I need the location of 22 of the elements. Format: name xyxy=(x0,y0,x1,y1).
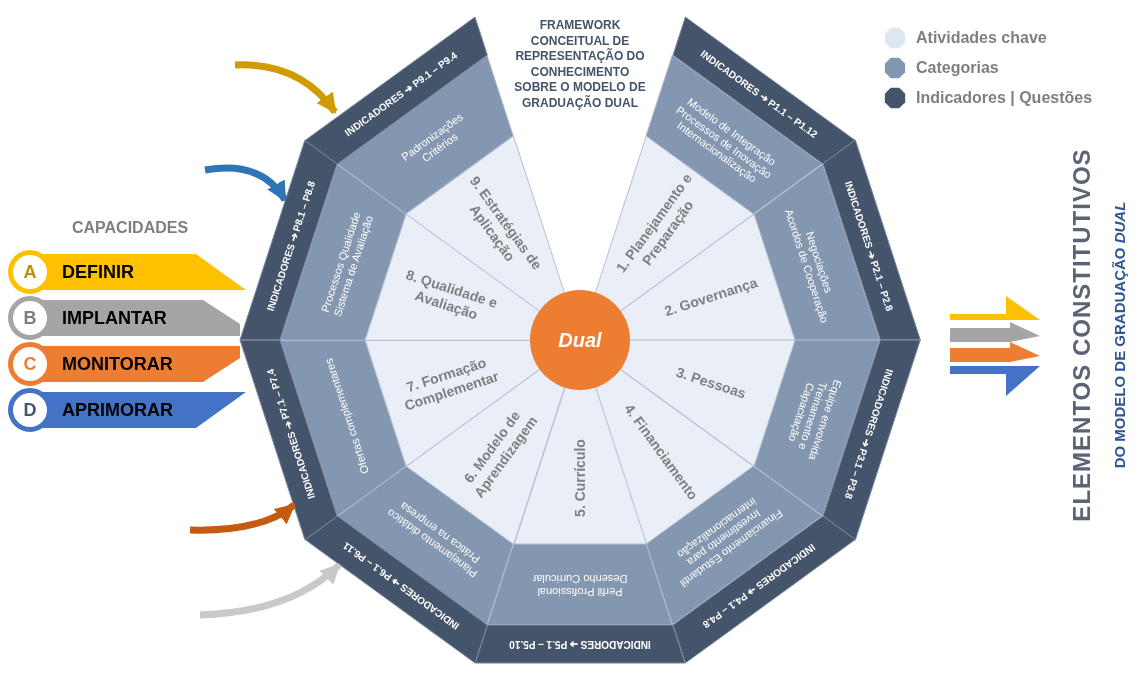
capability-label: DEFINIR xyxy=(62,261,134,284)
curved-arrow xyxy=(199,562,342,619)
legend-label: Atividades chave xyxy=(916,28,1047,48)
vertical-heading: ELEMENTOS CONSTITUTIVOS xyxy=(1067,148,1096,522)
curved-arrow xyxy=(234,61,338,115)
capability-ribbon xyxy=(8,250,248,294)
legend-label: Indicadores | Questões xyxy=(916,88,1093,108)
indicator-label: INDICADORES ➔ P5.1 – P5.10 xyxy=(509,637,651,652)
category-label: Desenho Curricular xyxy=(531,572,629,585)
center-label: Dual xyxy=(558,328,602,353)
vertical-subheading: DO MODELO DE GRADUAÇÃO DUAL xyxy=(1109,201,1129,469)
category-label: Perfil Profissional xyxy=(536,585,624,598)
capability-label: APRIMORAR xyxy=(62,399,173,422)
curved-arrow xyxy=(189,502,297,534)
section-heading: CAPACIDADES xyxy=(70,218,190,238)
diagram-title: FRAMEWORK CONCEITUAL DE REPRESENTAÇÃO DO CONHECIMENTO SOBRE O MODELO DE GRADUAÇÃO DUAL xyxy=(513,18,647,112)
capability-label: IMPLANTAR xyxy=(62,307,167,330)
capability-ribbon xyxy=(8,388,248,432)
activity-label: 5. Currículo xyxy=(571,438,589,519)
legend-label: Categorias xyxy=(916,58,999,78)
curved-arrow xyxy=(204,164,288,202)
capability-label: MONITORAR xyxy=(62,353,173,376)
